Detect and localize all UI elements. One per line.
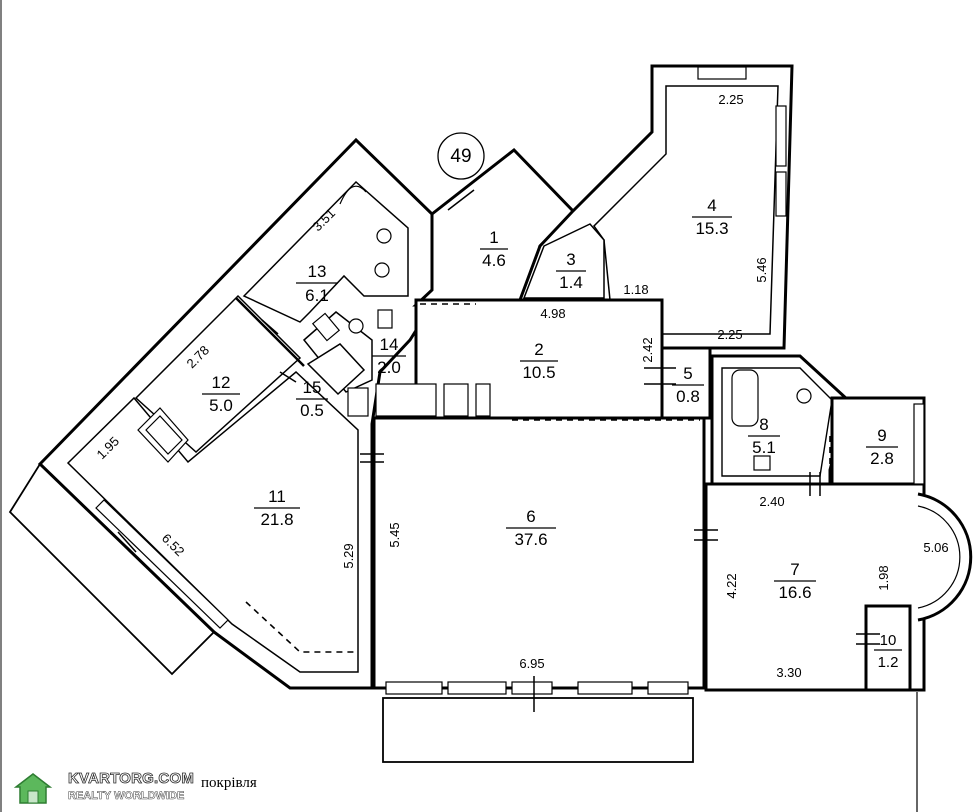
room-label-9: 9 2.8 [866,426,898,468]
svg-text:21.8: 21.8 [260,510,293,529]
room-15-area [306,343,366,396]
window-6-3 [511,681,553,695]
svg-text:8: 8 [759,415,768,434]
partition-12-13 [235,297,305,367]
door-ticks [117,189,880,712]
dim-1-98: 1.98 [876,565,891,590]
room-6-area [372,416,706,690]
watermark-logo: KVARTORG.COM REALTY WORLDWIDE [10,768,195,810]
dim-5-06: 5.06 [923,540,948,555]
svg-text:11: 11 [268,487,286,506]
window-9 [913,403,925,485]
room-label-2: 2 10.5 [520,340,558,382]
sanitary-fixtures [311,185,812,471]
svg-text:2: 2 [534,340,543,359]
dim-4-98: 4.98 [540,306,565,321]
svg-text:4.6: 4.6 [482,251,506,270]
cabinet-4 [347,387,369,417]
window-6-5 [647,681,689,695]
window-11 [95,499,229,629]
svg-text:13: 13 [308,262,327,281]
dim-1-18: 1.18 [623,282,648,297]
svg-text:16.6: 16.6 [778,583,811,602]
svg-text:2.0: 2.0 [377,358,401,377]
room-label-7: 7 16.6 [774,560,816,602]
room-label-1: 1 4.6 [480,228,508,270]
bay-window-inner [917,505,961,609]
svg-text:0.8: 0.8 [676,387,700,406]
wardrobe-inner [145,415,183,455]
window-4-top [697,66,747,80]
svg-text:6: 6 [526,507,535,526]
dim-5-46: 5.46 [754,257,769,282]
dim-2-25-top: 2.25 [718,92,743,107]
dim-6-95: 6.95 [519,656,544,671]
svg-text:15.3: 15.3 [695,219,728,238]
dim-2-40: 2.40 [759,494,784,509]
window-6-4 [577,681,633,695]
dim-4-22: 4.22 [724,573,739,598]
room-label-6: 6 37.6 [506,507,556,549]
window-6-1 [385,681,443,695]
window-4-right-2 [775,171,787,217]
balcony-bottom [382,697,694,763]
room-label-4: 4 15.3 [692,196,732,238]
svg-text:5: 5 [683,364,692,383]
svg-text:4: 4 [707,196,716,215]
svg-text:6.1: 6.1 [305,286,329,305]
roof-label: покрівля [201,775,257,791]
room-label-5: 5 0.8 [672,364,704,406]
dim-5-45: 5.45 [387,522,402,547]
cabinet-1 [375,383,437,417]
room-3-interior [522,223,605,299]
svg-text:1.4: 1.4 [559,273,583,292]
svg-text:3: 3 [566,250,575,269]
room-4-interior [593,85,779,335]
svg-text:10.5: 10.5 [522,363,555,382]
svg-text:7: 7 [790,560,799,579]
apartment-number: 49 [450,146,471,167]
room-label-8: 8 5.1 [748,415,780,457]
room-5-area [660,346,712,420]
svg-text:0.5: 0.5 [300,401,324,420]
house-icon [13,773,53,804]
svg-text:15: 15 [303,378,322,397]
svg-text:2.8: 2.8 [870,449,894,468]
room-9-area [830,396,926,492]
svg-text:9: 9 [877,426,886,445]
window-6-2 [447,681,507,695]
window-4-right-1 [775,105,787,167]
room-label-15: 15 0.5 [296,378,328,420]
svg-text:5.0: 5.0 [209,396,233,415]
cabinet-2 [443,383,469,417]
bay-window [917,492,973,622]
dim-5-29: 5.29 [341,543,356,568]
room-label-12: 12 5.0 [202,373,240,415]
watermark-title: KVARTORG.COM [68,770,195,788]
svg-text:5.1: 5.1 [752,438,776,457]
room-label-13: 13 6.1 [296,262,338,305]
dim-3-30: 3.30 [776,665,801,680]
svg-text:12: 12 [212,373,231,392]
room-label-10: 10 1.2 [874,632,902,671]
cabinet-3 [475,383,491,417]
opening-11 [245,601,358,653]
room-label-14: 14 2.0 [372,335,406,377]
apartment-number-circle [437,132,485,180]
windows [95,66,925,695]
svg-text:1.2: 1.2 [878,654,899,671]
dim-2-25-mid: 2.25 [717,327,742,342]
svg-text:10: 10 [880,632,897,649]
room-10-area [864,604,912,692]
svg-text:37.6: 37.6 [514,530,547,549]
watermark-subtitle: REALTY WORLDWIDE [68,790,185,803]
svg-text:1: 1 [489,228,498,247]
svg-text:14: 14 [380,335,399,354]
room-13-interior [242,180,409,323]
dim-2-42: 2.42 [640,337,655,362]
room-label-11: 11 21.8 [254,487,300,529]
room-label-3: 3 1.4 [556,250,586,292]
